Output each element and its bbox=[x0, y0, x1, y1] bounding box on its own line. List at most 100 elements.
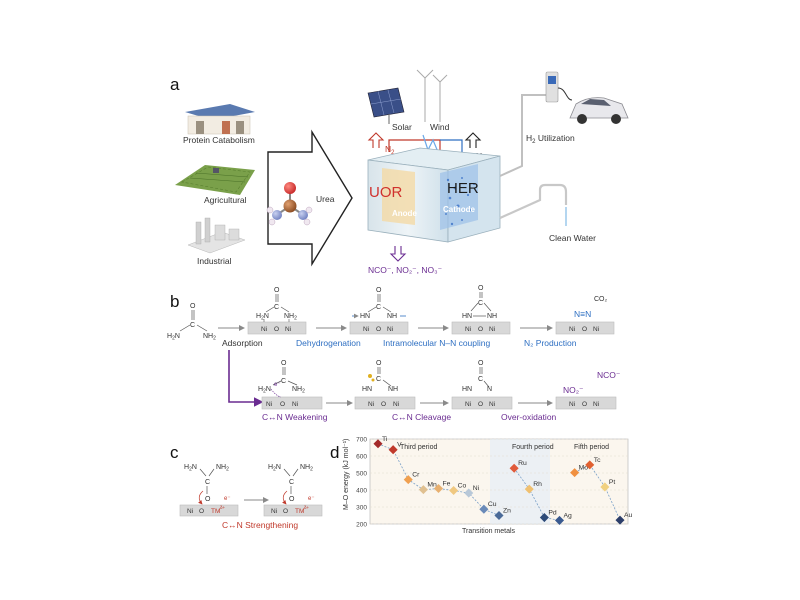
svg-text:C: C bbox=[289, 479, 294, 486]
svg-text:Ni: Ni bbox=[393, 401, 399, 408]
svg-text:O: O bbox=[280, 401, 285, 408]
data-point-ru bbox=[509, 463, 519, 473]
dehydrogenated-structure: O C HN NH bbox=[352, 287, 406, 320]
svg-text:H2N: H2N bbox=[256, 313, 269, 322]
solar-panel-icon bbox=[367, 87, 405, 124]
anode-wire bbox=[388, 139, 441, 152]
point-label-pd: Pd bbox=[548, 510, 557, 517]
h2-pipeline bbox=[499, 94, 548, 177]
x-axis-label: Transition metals bbox=[462, 528, 516, 535]
svg-text:C: C bbox=[478, 376, 483, 383]
svg-text:O: O bbox=[582, 326, 587, 333]
y-tick-label: 300 bbox=[356, 505, 367, 512]
svg-text:O: O bbox=[190, 303, 196, 310]
point-label-pt: Pt bbox=[609, 479, 616, 486]
svg-text:NH: NH bbox=[487, 313, 497, 320]
svg-text:O: O bbox=[289, 496, 295, 503]
svg-text:TM: TM bbox=[295, 508, 304, 515]
panel-d-label: d bbox=[330, 443, 339, 462]
data-point-zn bbox=[494, 510, 504, 521]
cathode-electrode bbox=[440, 164, 478, 230]
point-label-co: Co bbox=[458, 483, 467, 490]
svg-text:Ni: Ni bbox=[187, 508, 193, 515]
svg-text:C: C bbox=[376, 376, 381, 383]
adsorbed-urea-structure: O C H2N NH2 bbox=[256, 287, 297, 322]
svg-text:Ni: Ni bbox=[593, 326, 599, 333]
anode-electrode bbox=[382, 168, 415, 225]
svg-text:O: O bbox=[376, 360, 382, 367]
svg-text:N: N bbox=[487, 386, 492, 393]
point-label-ag: Ag bbox=[564, 512, 573, 519]
svg-text:C: C bbox=[190, 322, 195, 329]
svg-text:e⁻: e⁻ bbox=[308, 496, 315, 502]
data-point-ag bbox=[554, 515, 565, 525]
svg-text:Ni: Ni bbox=[363, 326, 369, 333]
byproduct-arrow bbox=[389, 246, 407, 262]
svg-text:NH2: NH2 bbox=[284, 313, 297, 322]
svg-text:Ni: Ni bbox=[368, 401, 374, 408]
point-label-ru: Ru bbox=[518, 460, 527, 467]
byproducts-label: NCO⁻, NO₂⁻, NO₃⁻ bbox=[368, 265, 443, 275]
svg-text:C: C bbox=[274, 304, 279, 311]
panel-a: a Protein Catabolism Agricultural I bbox=[170, 69, 629, 275]
no2-label: NO₂⁻ bbox=[563, 385, 584, 395]
nn-coupled-structure: O C HN NH bbox=[462, 285, 497, 320]
farm-field-icon bbox=[175, 165, 255, 195]
svg-text:H2N: H2N bbox=[184, 464, 197, 473]
electrolyzer-tank bbox=[367, 147, 501, 243]
svg-text:NH2: NH2 bbox=[216, 464, 229, 473]
free-urea-structure: O C H2N NH2 bbox=[167, 303, 216, 342]
panel-c-label: c bbox=[170, 443, 179, 462]
wind-turbine-icon bbox=[416, 69, 448, 122]
svg-text:e⁻: e⁻ bbox=[274, 382, 281, 388]
svg-text:O: O bbox=[478, 360, 484, 367]
point-label-mn: Mn bbox=[427, 482, 437, 489]
toilet-building-icon bbox=[185, 104, 255, 135]
svg-text:HN: HN bbox=[462, 313, 472, 320]
y-tick-label: 600 bbox=[356, 454, 367, 461]
chart-grid bbox=[370, 438, 628, 525]
svg-text:NH: NH bbox=[388, 386, 398, 393]
y-tick-label: 700 bbox=[356, 437, 367, 444]
clean-water-label: Clean Water bbox=[549, 233, 596, 243]
svg-text:Ni: Ni bbox=[489, 326, 495, 333]
svg-text:Ni: Ni bbox=[593, 401, 599, 408]
step-cn-weakening: C↔N Weakening bbox=[262, 412, 328, 422]
svg-text:NH2: NH2 bbox=[292, 386, 305, 395]
cathode-wire bbox=[440, 139, 463, 152]
y-tick-label: 400 bbox=[356, 488, 367, 495]
svg-text:O: O bbox=[582, 401, 587, 408]
svg-text:HN: HN bbox=[362, 386, 372, 393]
data-point-rh bbox=[524, 484, 534, 494]
svg-text:O: O bbox=[283, 508, 288, 515]
n2-gas-arrow bbox=[367, 132, 385, 148]
feed-arrow bbox=[267, 129, 353, 267]
fuel-station-icon bbox=[545, 71, 573, 103]
factory-icon bbox=[187, 217, 246, 254]
svg-text:Ni: Ni bbox=[465, 401, 471, 408]
tm-adsorbed-right: H2N NH2 C O Ni O TM δ+ e⁻ bbox=[263, 464, 323, 517]
data-point-pd bbox=[539, 513, 549, 523]
uor-label: UOR bbox=[369, 184, 403, 201]
svg-text:Ni: Ni bbox=[266, 401, 272, 408]
point-label-zn: Zn bbox=[503, 508, 511, 515]
trend-line bbox=[574, 464, 621, 521]
surface-row-bottom bbox=[261, 396, 617, 410]
point-label-au: Au bbox=[624, 512, 633, 519]
svg-text:O: O bbox=[381, 401, 386, 408]
step-cn-cleavage: C↔N Cleavage bbox=[392, 412, 451, 422]
y-tick-label: 500 bbox=[356, 471, 367, 478]
lightning-icon bbox=[422, 134, 439, 153]
svg-text:O: O bbox=[376, 287, 382, 294]
point-label-rh: Rh bbox=[533, 481, 542, 488]
svg-text:O: O bbox=[376, 326, 381, 333]
trend-lines bbox=[377, 443, 621, 521]
panel-c: c H2N NH2 C O Ni O TM δ+ e⁻ H2N NH2 C bbox=[170, 443, 323, 530]
svg-text:O: O bbox=[274, 287, 280, 294]
urea-molecule-icon bbox=[266, 182, 313, 226]
svg-text:C: C bbox=[205, 479, 210, 486]
point-label-v: V bbox=[397, 442, 402, 449]
